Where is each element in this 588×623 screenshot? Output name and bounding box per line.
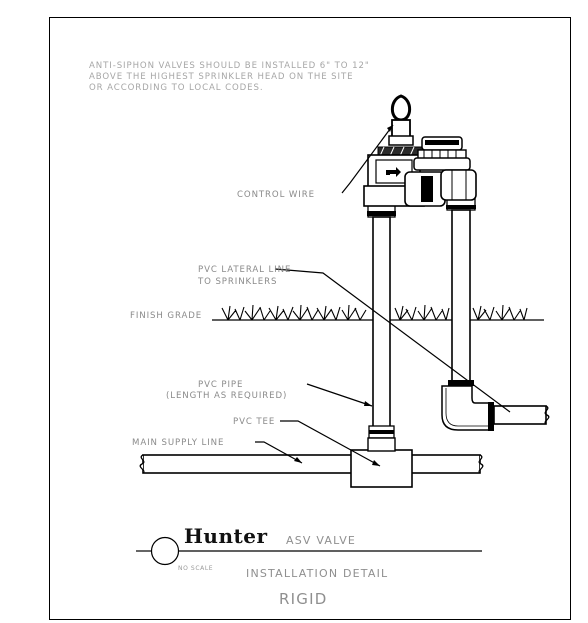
left-riser-pipe — [367, 204, 396, 439]
label-length-as-required: (LENGTH AS REQUIRED) — [166, 391, 287, 401]
title-asv-valve: ASV VALVE — [286, 534, 356, 547]
asv-valve — [363, 94, 477, 207]
note-line-3: OR ACCORDING TO LOCAL CODES. — [89, 83, 264, 93]
label-main-supply-line: MAIN SUPPLY LINE — [132, 438, 224, 448]
label-finish-grade: FINISH GRADE — [130, 311, 202, 321]
label-control-wire: CONTROL WIRE — [237, 190, 315, 200]
main-supply-line — [139, 454, 484, 474]
leader-lines — [255, 124, 511, 467]
note-line-2: ABOVE THE HIGHEST SPRINKLER HEAD ON THE … — [89, 72, 353, 82]
title-installation-detail: INSTALLATION DETAIL — [246, 567, 388, 580]
pvc-tee — [350, 437, 413, 488]
title-block: Hunter ASV VALVE NO SCALE INSTALLATION D… — [136, 524, 482, 608]
finish-grade — [212, 304, 544, 321]
label-pvc-tee: PVC TEE — [233, 417, 275, 427]
drawing-frame — [49, 17, 571, 620]
title-no-scale: NO SCALE — [178, 565, 213, 572]
title-rigid: RIGID — [279, 590, 327, 608]
hunter-logo: Hunter — [184, 524, 267, 548]
label-pvc-pipe: PVC PIPE — [198, 380, 243, 390]
label-pvc-lateral-line: PVC LATERAL LINE — [198, 265, 291, 275]
label-to-sprinklers: TO SPRINKLERS — [197, 277, 277, 287]
detail-symbol-circle — [150, 536, 180, 566]
lateral-pipe — [441, 197, 550, 431]
note-line-1: ANTI-SIPHON VALVES SHOULD BE INSTALLED 6… — [89, 61, 370, 71]
